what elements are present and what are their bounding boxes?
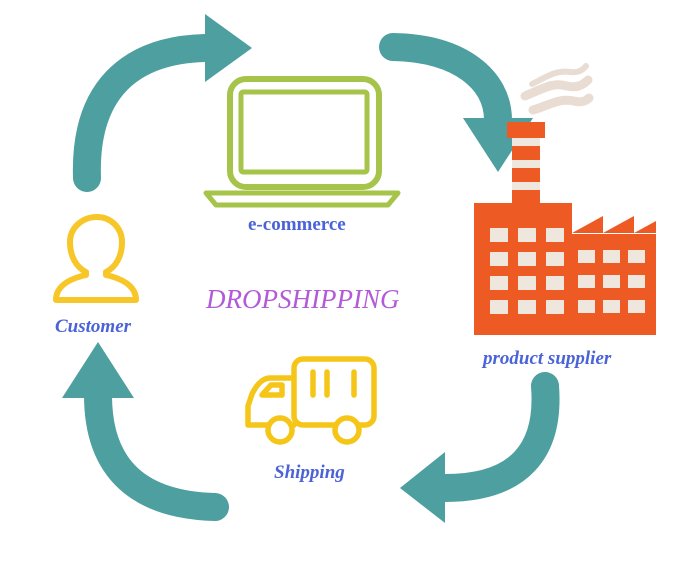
arrow-customer-to-ecommerce [72, 14, 252, 192]
label-shipping: Shipping [274, 462, 345, 483]
laptop-icon [203, 76, 401, 208]
arrow-supplier-to-shipping [400, 372, 560, 523]
diagram-title: DROPSHIPPING [206, 284, 400, 314]
label-ecommerce: e-commerce [248, 214, 346, 235]
arrow-shipping-to-customer [62, 342, 229, 521]
label-customer: Customer [55, 316, 132, 337]
truck-icon [245, 356, 377, 445]
smoke-icon [520, 63, 594, 115]
person-icon [53, 214, 139, 303]
factory-icon [474, 63, 656, 335]
label-product-supplier: product supplier [483, 348, 612, 369]
